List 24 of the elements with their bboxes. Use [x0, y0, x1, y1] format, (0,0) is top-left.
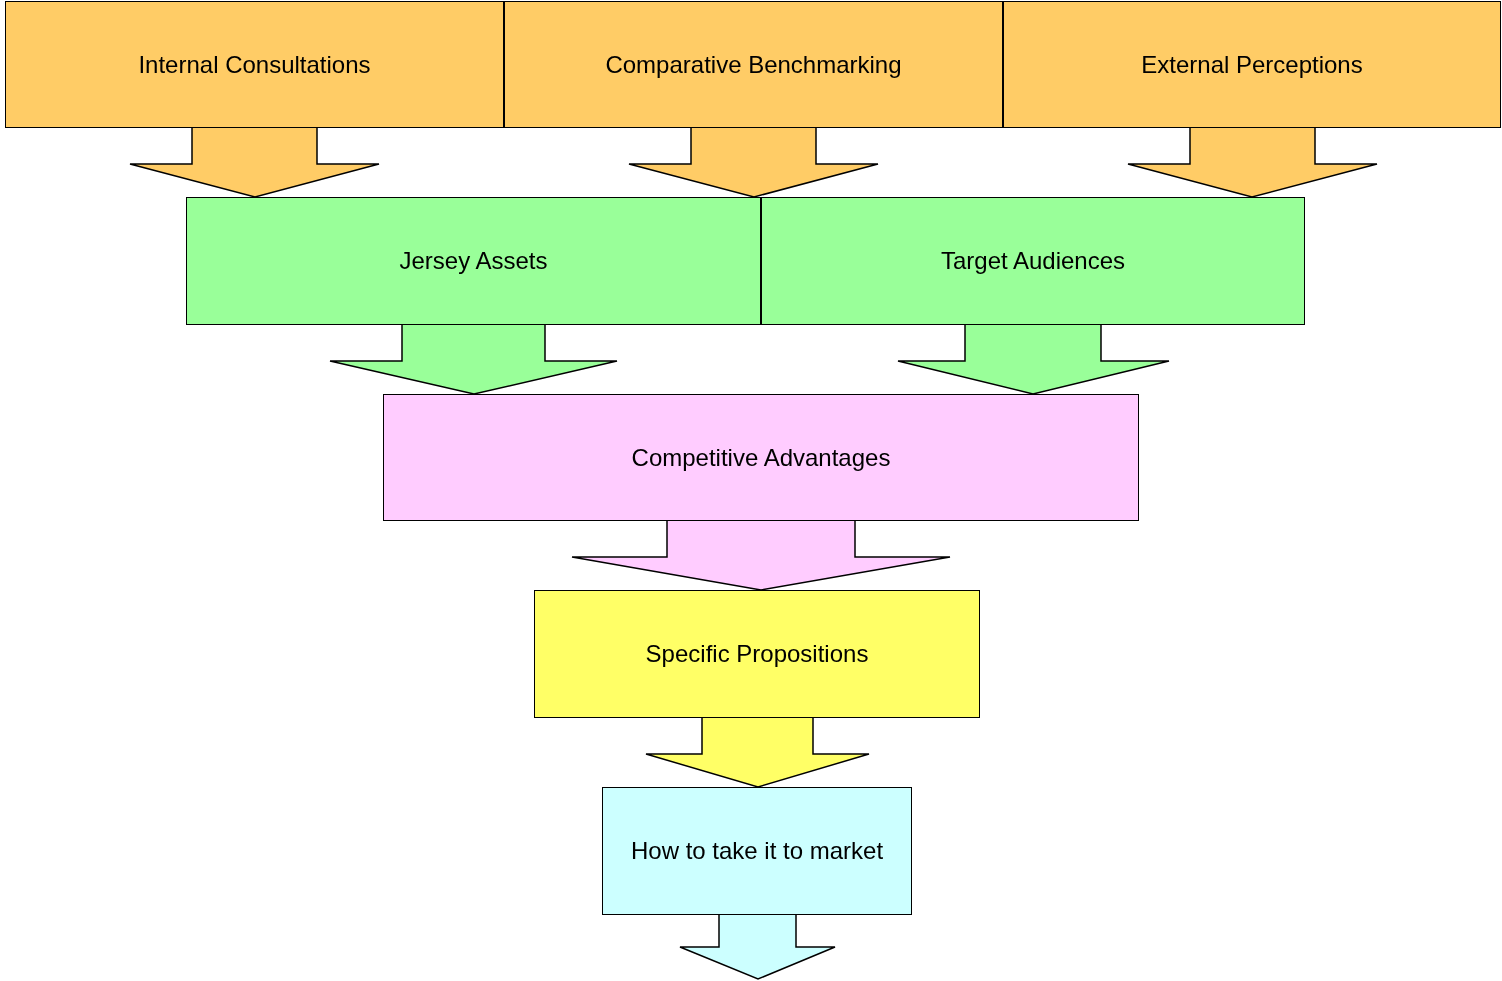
- block-arrow: [897, 324, 1170, 395]
- box-label: Specific Propositions: [645, 640, 869, 668]
- process-box: [534, 590, 980, 718]
- box-label: Competitive Advantages: [631, 443, 891, 472]
- process-box: [602, 787, 912, 915]
- box-label: Target Audiences: [940, 247, 1126, 275]
- box-label: How to take it to market: [630, 837, 884, 865]
- block-arrow: [628, 127, 879, 198]
- process-box: [5, 1, 504, 128]
- process-box: [504, 1, 1003, 128]
- box-label: Internal Consultations: [138, 50, 371, 79]
- box-label: External Perceptions: [1141, 50, 1363, 79]
- block-arrow: [679, 914, 836, 980]
- process-box: [383, 394, 1139, 521]
- block-arrow: [571, 520, 951, 591]
- box-label: Comparative Benchmarking: [605, 50, 902, 79]
- block-arrow: [129, 127, 380, 198]
- process-box: [761, 197, 1305, 325]
- process-box: [186, 197, 761, 325]
- process-box: [1003, 1, 1501, 128]
- block-arrow: [329, 324, 618, 395]
- box-label: Jersey Assets: [399, 247, 548, 275]
- block-arrow: [645, 717, 870, 788]
- block-arrow: [1127, 127, 1378, 198]
